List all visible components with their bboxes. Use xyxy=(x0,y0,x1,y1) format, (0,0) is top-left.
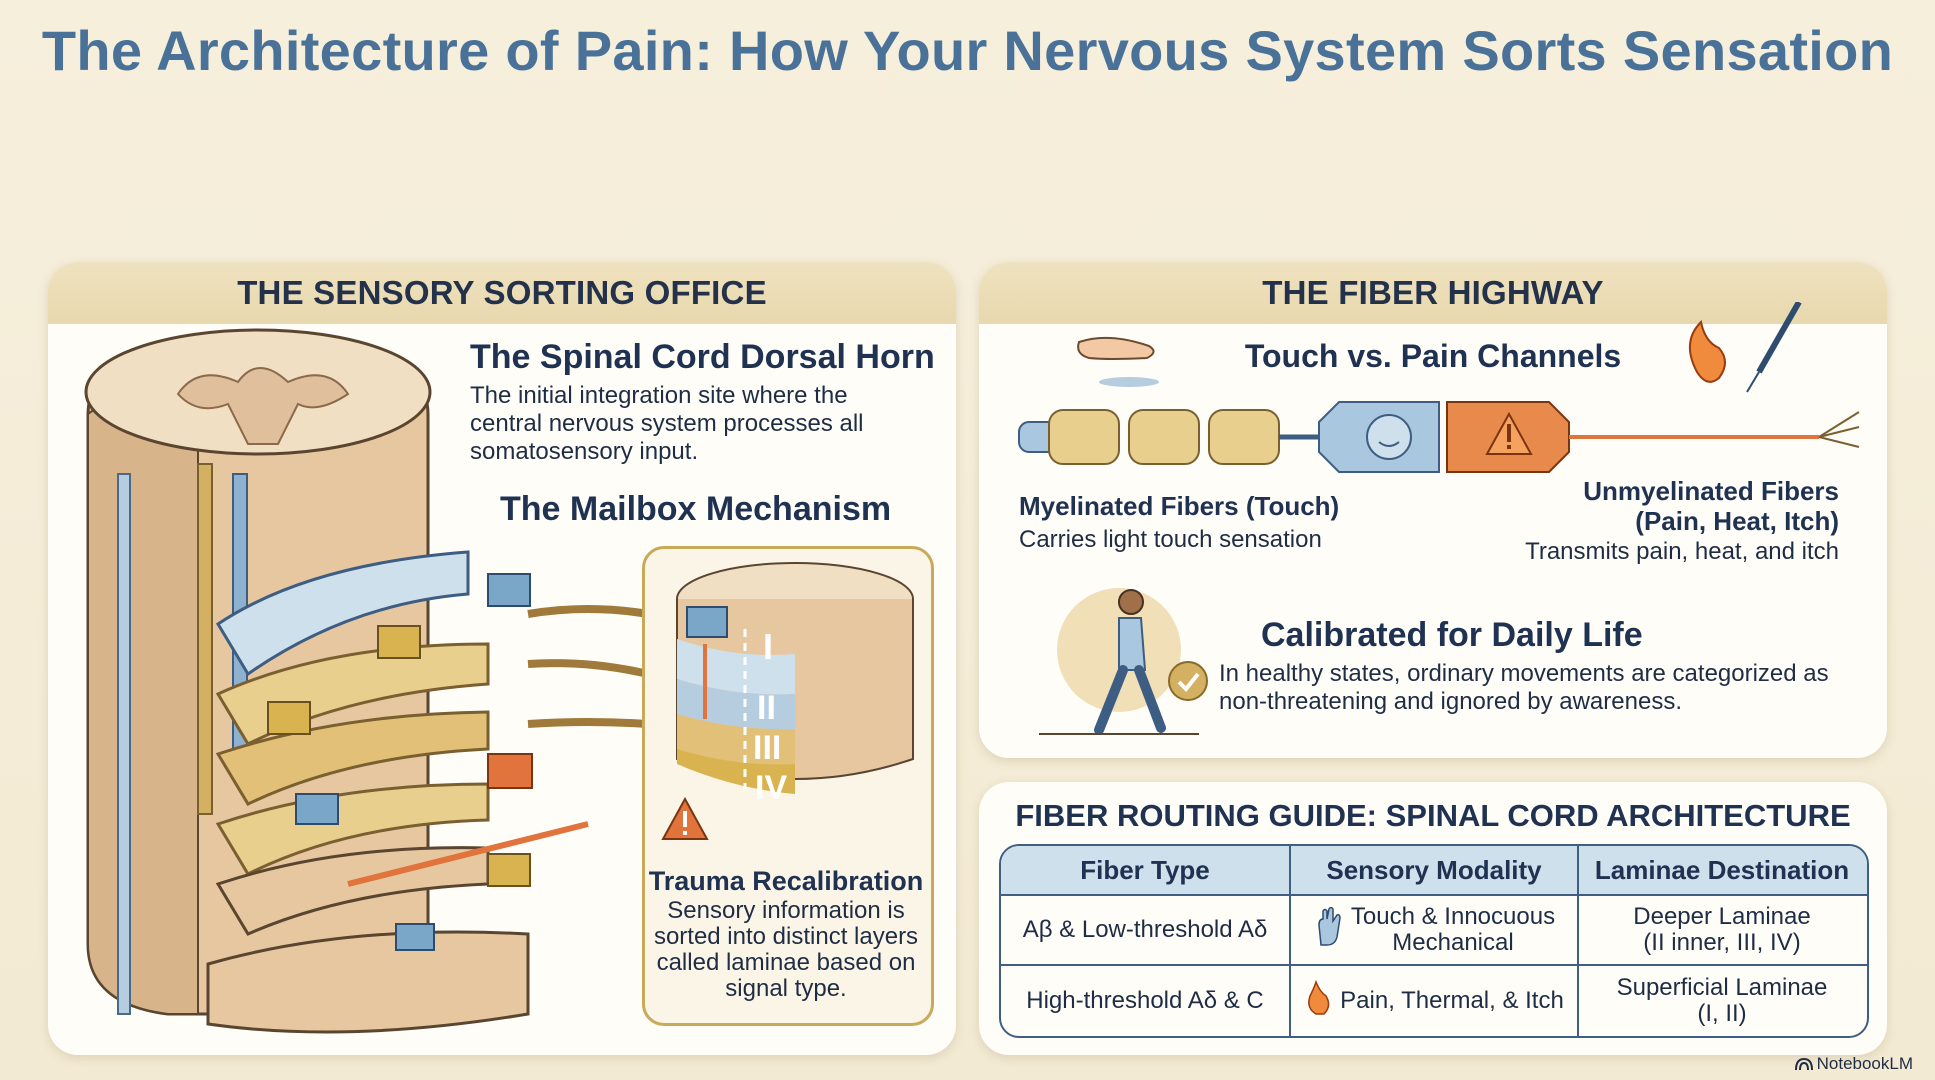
flame-icon xyxy=(1304,979,1332,1022)
unmyelinated-label-line-1: Unmyelinated Fibers xyxy=(1583,476,1839,506)
calibrated-daily-life-description: In healthy states, ordinary movements ar… xyxy=(1219,660,1829,715)
sorting-office-header: THE SENSORY SORTING OFFICE xyxy=(48,262,956,324)
brand-name: NotebookLM xyxy=(1816,1054,1913,1073)
hand-touch-icon xyxy=(1077,336,1159,387)
needle-icon xyxy=(1746,302,1802,393)
trauma-recalibration-description: Sensory information is sorted into disti… xyxy=(653,897,919,1002)
fiber-channel-diagram xyxy=(1018,302,1860,473)
destination-line-1: Deeper Laminae xyxy=(1633,903,1811,930)
routing-table: Fiber Type Sensory Modality Laminae Dest… xyxy=(999,844,1869,1038)
modality-line-1: Pain, Thermal, & Itch xyxy=(1340,987,1564,1014)
notebooklm-logo-icon xyxy=(1794,1057,1813,1071)
destination-line-2: (II inner, III, IV) xyxy=(1643,929,1801,956)
page-title: The Architecture of Pain: How Your Nervo… xyxy=(41,19,1894,82)
routing-guide-title: FIBER ROUTING GUIDE: SPINAL CORD ARCHITE… xyxy=(1015,798,1851,833)
pain-warning-icon xyxy=(1485,411,1533,455)
brand-watermark: NotebookLM xyxy=(1794,1054,1913,1074)
fiber-highway-header: THE FIBER HIGHWAY xyxy=(979,262,1887,324)
lamina-label-4: IV xyxy=(755,769,787,807)
destination-cell: Deeper Laminae (II inner, III, IV) xyxy=(1577,896,1865,964)
warning-icon xyxy=(661,796,709,840)
fiber-type-cell: High-threshold Aδ & C xyxy=(1026,987,1264,1014)
touch-vs-pain-title: Touch vs. Pain Channels xyxy=(1244,338,1622,374)
modality-line-2: Mechanical xyxy=(1392,929,1514,956)
lamina-label-3: III xyxy=(753,729,781,767)
table-row: High-threshold Aδ & C Pain, Thermal, & I… xyxy=(1001,966,1867,1036)
table-header-row: Fiber Type Sensory Modality Laminae Dest… xyxy=(1001,846,1867,896)
modality-cell: Touch & Innocuous Mechanical xyxy=(1289,896,1577,964)
unmyelinated-fibers-description: Transmits pain, heat, and itch xyxy=(1525,538,1839,565)
myelinated-fibers-label: Myelinated Fibers (Touch) xyxy=(1019,491,1340,521)
dorsal-horn-description: The initial integration site where the c… xyxy=(470,382,864,465)
lamina-label-1: I xyxy=(763,626,773,667)
modality-line-1: Touch & Innocuous xyxy=(1350,903,1556,930)
fiber-type-cell: Aβ & Low-threshold Aδ xyxy=(1022,916,1268,943)
sensory-sorting-office-panel: THE SENSORY SORTING OFFICE The Spin xyxy=(48,262,956,1055)
unmyelinated-fibers-label: Unmyelinated Fibers (Pain, Heat, Itch) xyxy=(1583,476,1839,536)
unmyelinated-label-line-2: (Pain, Heat, Itch) xyxy=(1635,506,1839,536)
checkmark-icon xyxy=(1168,661,1208,701)
walking-person-illustration xyxy=(1039,588,1199,735)
dorsal-horn-title: The Spinal Cord Dorsal Horn xyxy=(470,338,935,376)
mailbox-mechanism-title: The Mailbox Mechanism xyxy=(500,490,892,528)
destination-line-1: Superficial Laminae xyxy=(1616,974,1828,1001)
modality-cell: Pain, Thermal, & Itch xyxy=(1289,966,1577,1036)
destination-line-2: (I, II) xyxy=(1697,1000,1747,1027)
spinal-cord-illustration xyxy=(84,328,648,1034)
trauma-recalibration-title: Trauma Recalibration xyxy=(648,866,924,896)
fiber-highway-panel: THE FIBER HIGHWAY Touch vs. Pain Channel… xyxy=(979,262,1887,758)
laminae-callout-box: I II III IV xyxy=(642,546,934,1026)
header-fiber-type: Fiber Type xyxy=(1080,855,1210,885)
lamina-label-2: II xyxy=(757,689,776,727)
header-sensory-modality: Sensory Modality xyxy=(1289,846,1577,894)
flame-icon xyxy=(1689,319,1726,383)
table-row: Aβ & Low-threshold Aδ Touch & Innocuous … xyxy=(1001,896,1867,966)
hand-icon xyxy=(1313,906,1343,953)
fiber-routing-guide-panel: FIBER ROUTING GUIDE: SPINAL CORD ARCHITE… xyxy=(979,782,1887,1055)
laminae-cross-section: I II III IV xyxy=(661,562,914,840)
destination-cell: Superficial Laminae (I, II) xyxy=(1577,966,1865,1036)
header-laminae-destination: Laminae Destination xyxy=(1577,846,1865,894)
myelinated-fibers-description: Carries light touch sensation xyxy=(1019,526,1322,553)
calibrated-daily-life-title: Calibrated for Daily Life xyxy=(1261,616,1643,654)
